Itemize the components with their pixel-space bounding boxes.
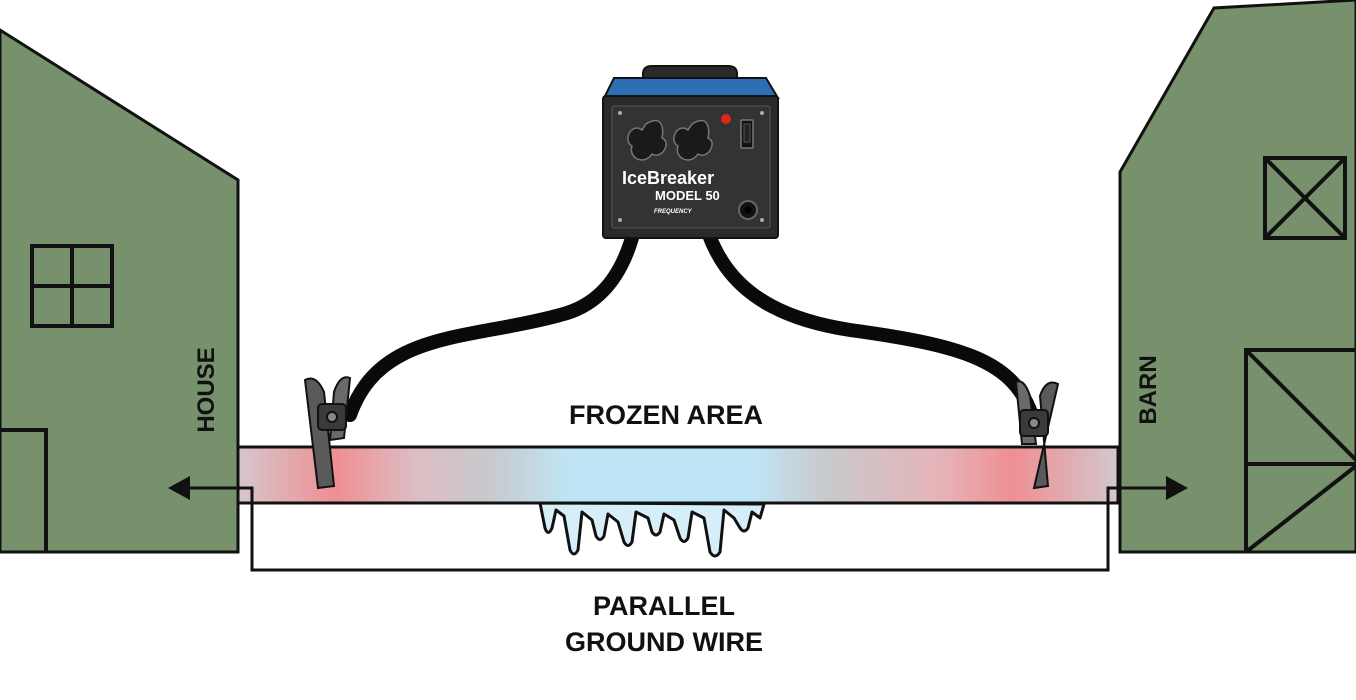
house-window xyxy=(30,244,114,328)
house-arrow xyxy=(168,476,238,500)
left-clamp xyxy=(303,376,352,490)
icicles xyxy=(538,501,766,558)
indicator-light-icon xyxy=(721,114,731,124)
frozen-area-label: FROZEN AREA xyxy=(569,400,763,430)
left-cable xyxy=(343,143,653,422)
arrow-right-icon xyxy=(1166,476,1188,500)
barn-wall xyxy=(1118,0,1356,554)
house-label: HOUSE xyxy=(193,347,220,432)
barn-hayloft-window xyxy=(1263,156,1347,240)
ground-wire xyxy=(238,486,1118,572)
icebreaker-device: IceBreaker MODEL 50 FREQUENCY xyxy=(602,65,780,239)
house-wall xyxy=(0,28,240,554)
arrow-left-icon xyxy=(168,476,190,500)
left-terminal-knob[interactable] xyxy=(627,119,667,161)
right-terminal-knob[interactable] xyxy=(673,119,713,161)
barn-label: BARN xyxy=(1135,355,1162,424)
house-building xyxy=(0,28,240,554)
ground-wire-label-line1: PARALLEL xyxy=(593,591,735,621)
device-brand-text: IceBreaker xyxy=(622,168,714,188)
device-logo-text: FREQUENCY xyxy=(654,209,693,215)
barn-door xyxy=(1244,348,1356,554)
pipe xyxy=(236,445,1120,505)
house-door xyxy=(0,428,48,552)
device-model-text: MODEL 50 xyxy=(655,188,720,203)
ground-wire-label-line2: GROUND WIRE xyxy=(565,627,763,657)
barn-arrow xyxy=(1118,476,1188,500)
barn-building xyxy=(1118,0,1356,554)
right-clamp xyxy=(1014,380,1060,490)
